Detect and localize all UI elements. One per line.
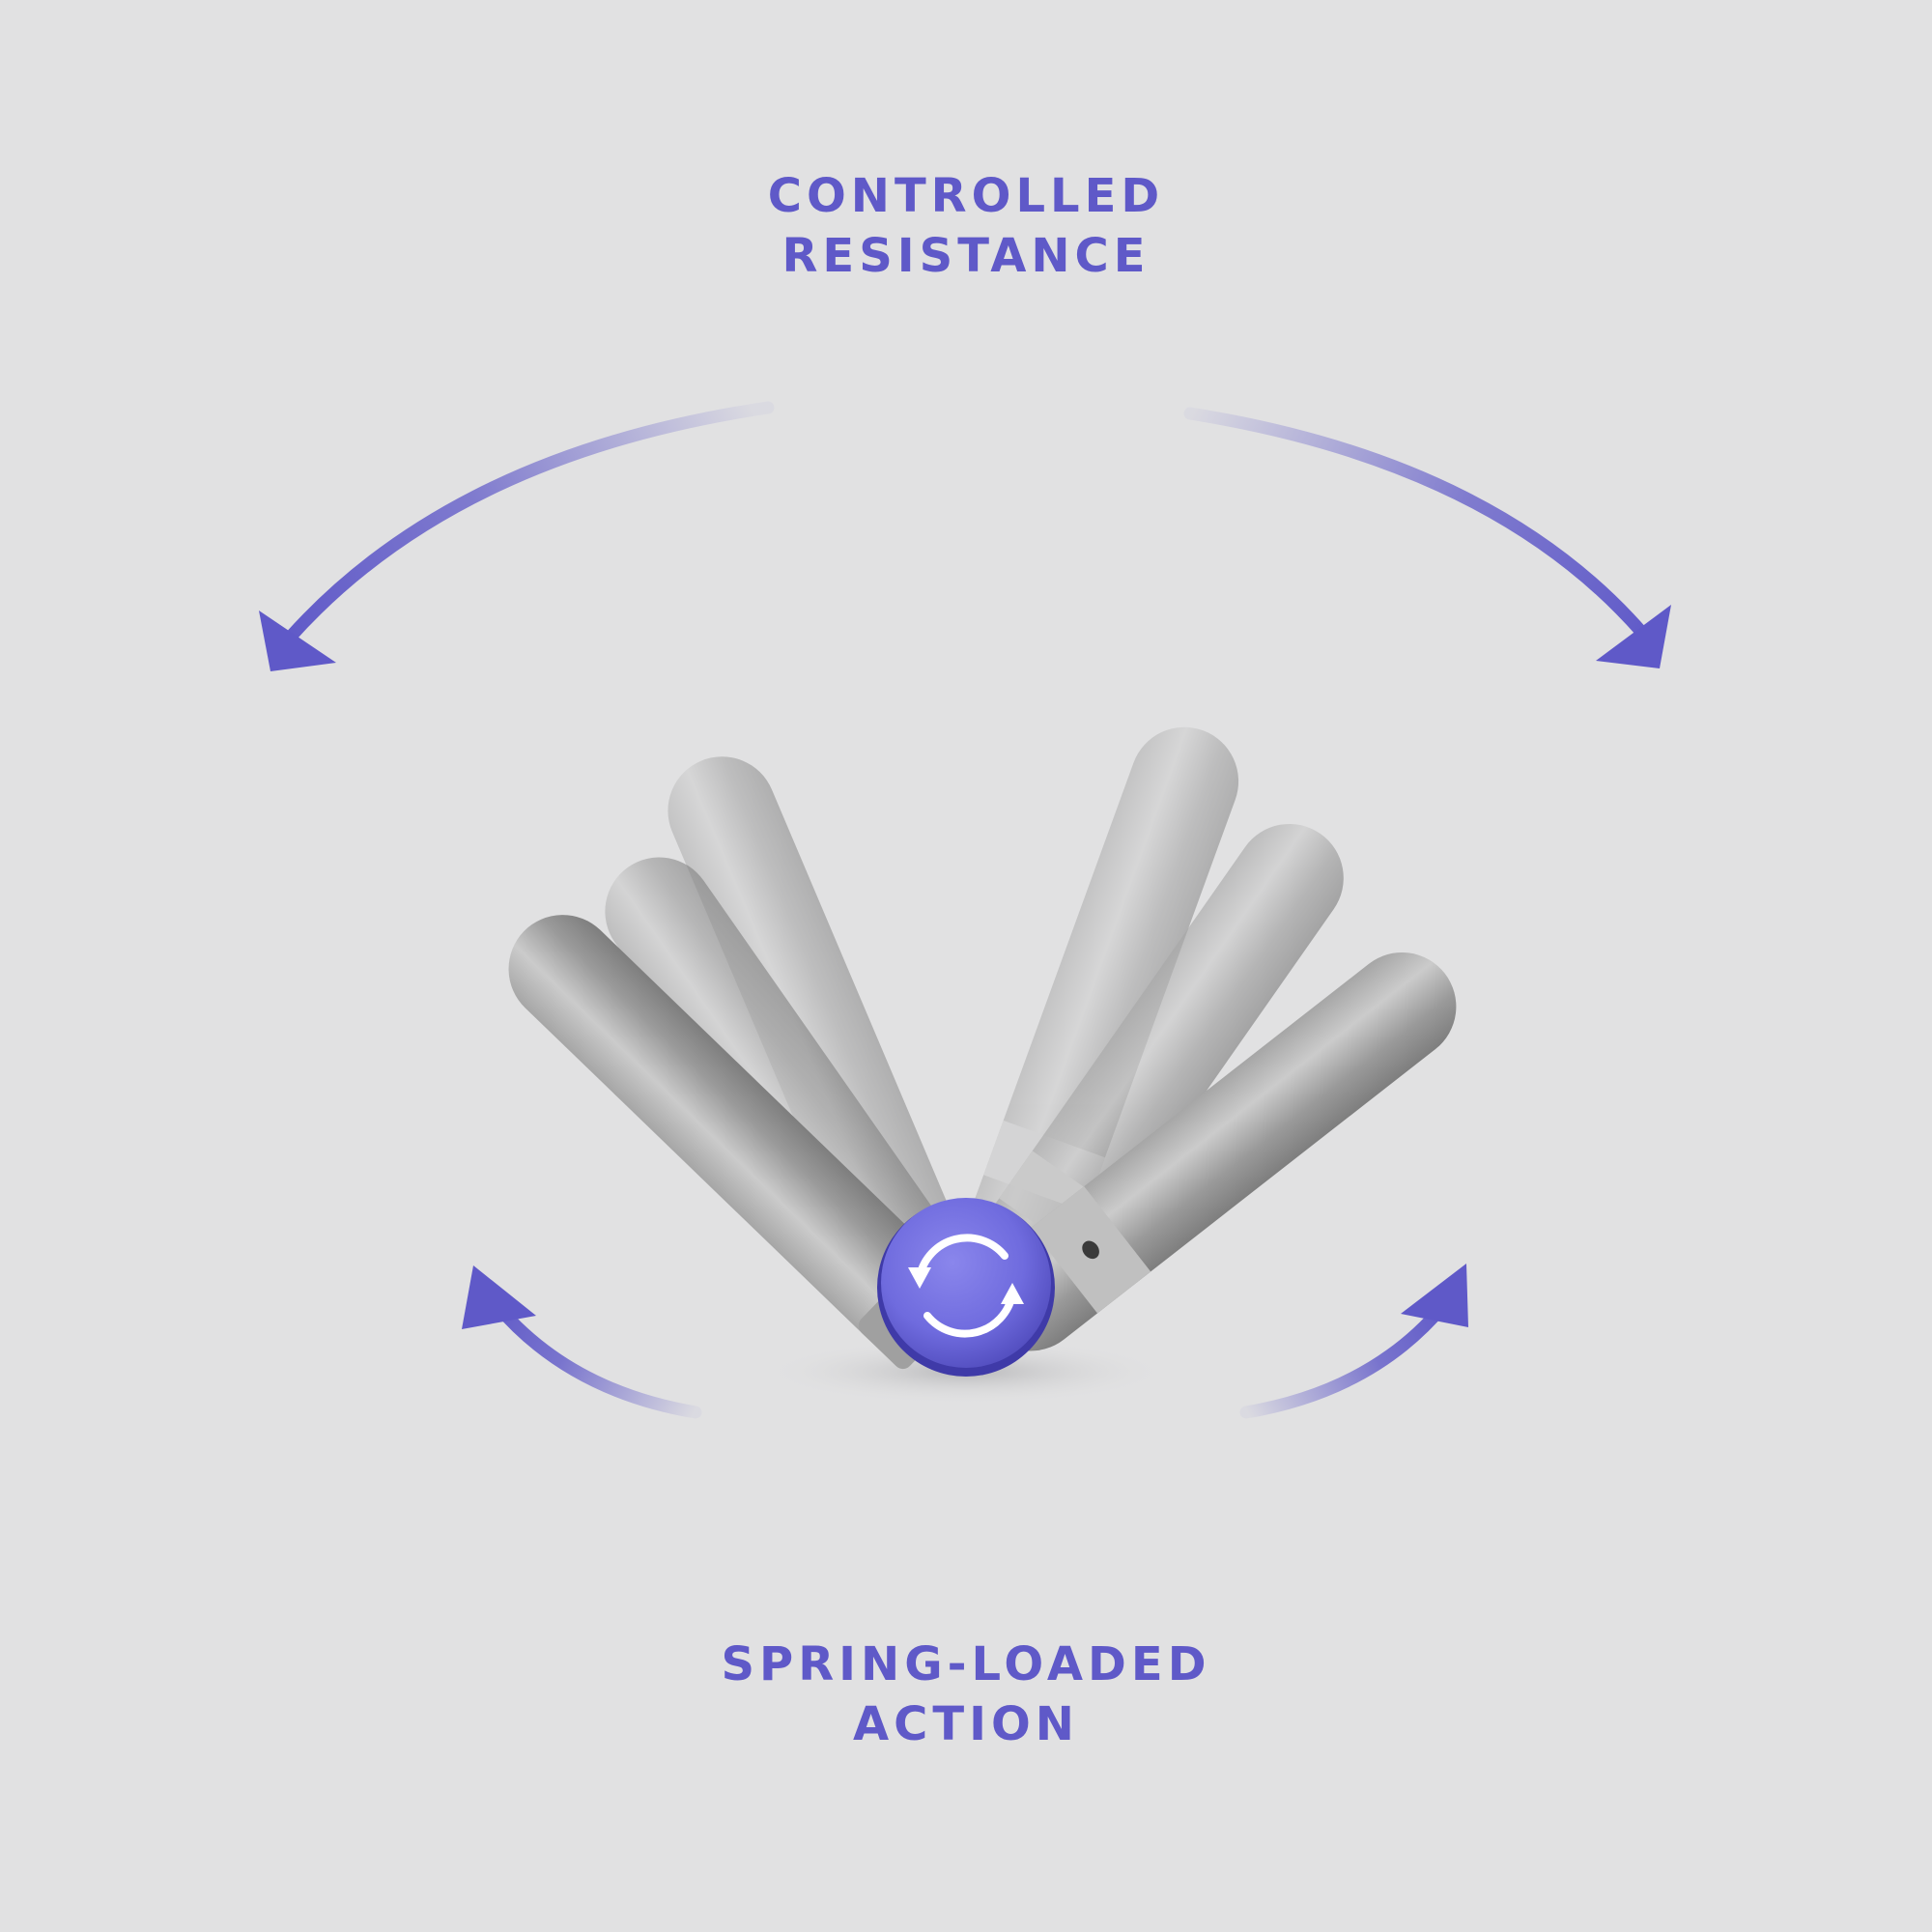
curved-arrow-icon-top-right xyxy=(1183,407,1671,668)
headline-bottom-line1: SPRING-LOADED xyxy=(721,1637,1211,1691)
curved-arrow-icon-bottom-left xyxy=(462,1265,702,1419)
handle-right xyxy=(976,952,1457,1351)
curved-arrow-icon-bottom-right xyxy=(1239,1264,1468,1419)
hinge-knob xyxy=(877,1198,1055,1377)
headline-spring-loaded-action: SPRING-LOADED ACTION xyxy=(0,1634,1932,1754)
headline-top-line1: CONTROLLED xyxy=(767,169,1165,223)
rotate-arrows-icon xyxy=(908,1234,1024,1338)
headline-top-line2: RESISTANCE xyxy=(781,229,1151,283)
headline-bottom-line2: ACTION xyxy=(853,1697,1079,1751)
headline-controlled-resistance: CONTROLLED RESISTANCE xyxy=(0,166,1932,286)
curved-arrow-icon-top-left xyxy=(259,401,775,671)
